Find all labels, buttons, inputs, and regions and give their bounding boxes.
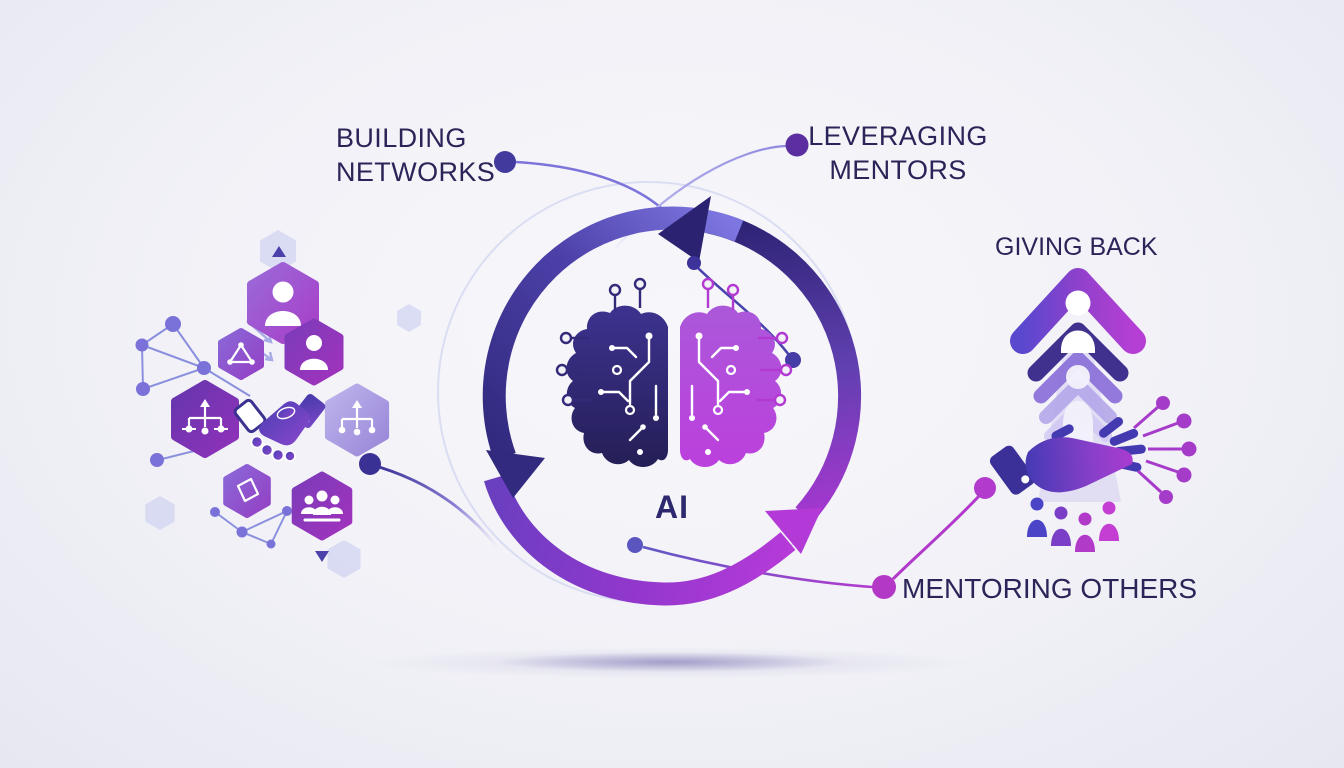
label-building-networks-line2: NETWORKS xyxy=(336,157,496,187)
building-networks-dot xyxy=(494,151,516,173)
brain-stubs-right xyxy=(701,277,793,407)
person-hexagon-icon xyxy=(284,318,344,386)
down-arrow-mark-icon xyxy=(315,551,329,562)
handshake-icon xyxy=(233,394,326,462)
giving-back-illustration xyxy=(989,268,1197,552)
cycle-arrowhead-left xyxy=(486,450,545,498)
org-hierarchy-icon xyxy=(324,383,390,457)
brain-left-hemisphere xyxy=(566,305,668,468)
cycle-arrowhead-top xyxy=(658,196,711,262)
cycle-arrowhead-bottom xyxy=(765,508,822,554)
brain-circuit-nodes-left xyxy=(598,332,659,455)
connector-dots xyxy=(359,133,996,599)
people-group-icon xyxy=(291,471,353,541)
inner-top-dot xyxy=(687,256,701,270)
label-leveraging-mentors-line2: MENTORS xyxy=(829,155,967,185)
radiating-network-icon xyxy=(1133,396,1197,504)
left-cluster-dot xyxy=(359,453,381,475)
label-leveraging-mentors-line1: LEVERAGING xyxy=(808,121,988,151)
label-mentoring-others: MENTORING OTHERS xyxy=(902,573,1198,604)
up-arrow-mark-icon xyxy=(272,246,286,257)
cycle-arc-bottom xyxy=(483,474,796,606)
brain-circuit-icon xyxy=(555,277,793,468)
brain-circuit-nodes-right xyxy=(689,332,750,455)
network-graph-small-icon xyxy=(210,506,292,549)
person-hexagon-icon xyxy=(247,262,319,344)
cycle-arc-right xyxy=(706,210,862,523)
brain-stubs-left xyxy=(555,277,647,407)
label-ai: AI xyxy=(655,489,689,525)
community-people-icon xyxy=(1027,497,1119,552)
cycle-arrows-icon xyxy=(482,196,862,606)
supporting-hand-icon xyxy=(989,417,1146,495)
org-hierarchy-icon xyxy=(171,380,239,458)
triangle-network-icon xyxy=(218,328,264,380)
cycle-arc-left xyxy=(482,206,744,461)
connector-lines xyxy=(378,144,981,589)
brain-circuit-traces-left xyxy=(599,334,658,442)
network-graph-icon xyxy=(135,316,251,397)
brain-circuit-traces-right xyxy=(690,334,749,442)
hand-dot xyxy=(974,477,996,499)
connector-mentoring-right xyxy=(891,494,981,581)
building-networks-illustration xyxy=(135,230,421,578)
leveraging-mentors-dot xyxy=(785,133,809,157)
label-building-networks: BUILDING NETWORKS xyxy=(336,121,495,189)
inner-bottom-dot xyxy=(627,537,643,553)
label-building-networks-line1: BUILDING xyxy=(336,123,467,153)
mentoring-others-dot xyxy=(872,575,896,599)
connector-left-cluster xyxy=(378,465,500,549)
label-giving-back: GIVING BACK xyxy=(995,233,1158,261)
mentor-figure-body xyxy=(1061,330,1095,353)
label-leveraging-mentors: LEVERAGING MENTORS xyxy=(798,119,998,187)
cube-icon xyxy=(223,464,271,518)
mentor-figure-head xyxy=(1065,290,1091,316)
inner-right-dot xyxy=(785,352,801,368)
ground-shadow xyxy=(370,647,970,679)
connector-inner-right xyxy=(696,266,791,356)
